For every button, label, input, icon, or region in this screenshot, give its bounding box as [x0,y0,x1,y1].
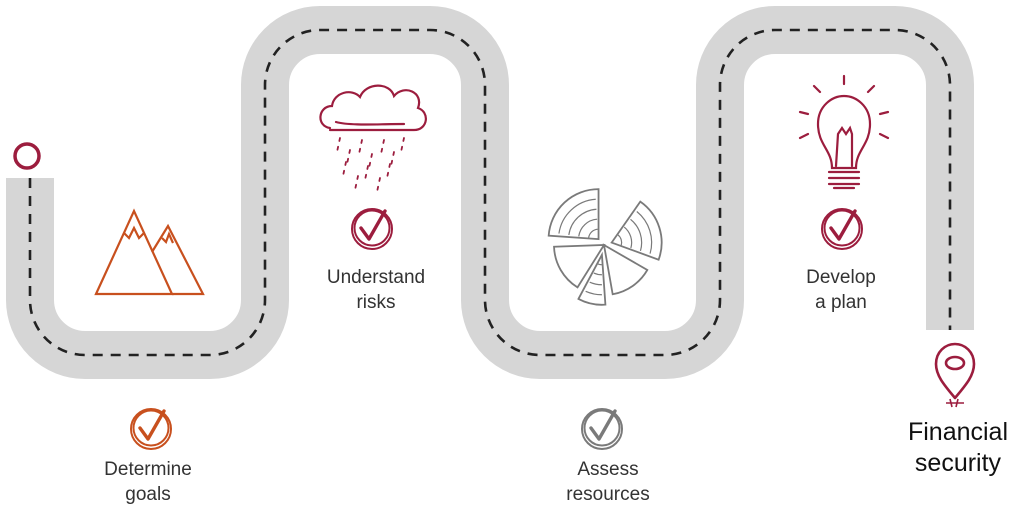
rain-drop [358,139,363,155]
rain-drop [376,177,381,193]
pie-hatch [589,281,602,286]
rain-drop [354,175,359,191]
checkmark-icon [351,208,393,250]
pie-hatch [597,263,602,266]
step-label-assess-resources: Assess resources [566,459,650,505]
location-pin-icon [934,342,976,408]
pie-hatch [623,226,633,249]
pie-hatch [585,290,602,296]
rain-drop [364,165,369,181]
pie-slice [553,244,606,289]
rain-drop [342,161,347,177]
step-label-develop-plan: Develop a plan [806,267,876,313]
pie-slice [547,188,600,241]
checkmark-icon [821,208,863,250]
pie-slice [602,243,649,296]
checkmark-icon [581,408,623,450]
pie-hatch [578,218,598,237]
pie-hatch [588,228,598,238]
rain-cloud-icon [319,84,427,193]
step-label-understand-risks: Understand risks [326,267,426,313]
start-circle-icon [13,142,41,170]
rain-drop [386,163,391,179]
end-label-financial-security: Financial security [907,418,1009,477]
pie-slice [610,200,663,261]
rain-drop [380,139,385,155]
pie-hatch [617,234,623,246]
step-label-determine-goals: Determine goals [104,459,192,505]
rain-drop [400,137,405,153]
light-bulb-icon [798,74,890,190]
rain-drop [368,153,373,169]
winding-road [6,6,974,379]
rain-drop [390,151,395,167]
pie-chart-icon [547,188,663,306]
pie-hatch [630,218,643,252]
rain-drop [346,149,351,165]
pie-hatch [558,198,596,234]
checkmark-icon [130,408,172,450]
mountains-icon [94,208,205,296]
pie-slice [577,251,607,306]
pie-hatch [568,208,597,236]
rain-drop [336,137,341,153]
pie-hatch [593,272,602,276]
pie-hatch [636,211,653,254]
